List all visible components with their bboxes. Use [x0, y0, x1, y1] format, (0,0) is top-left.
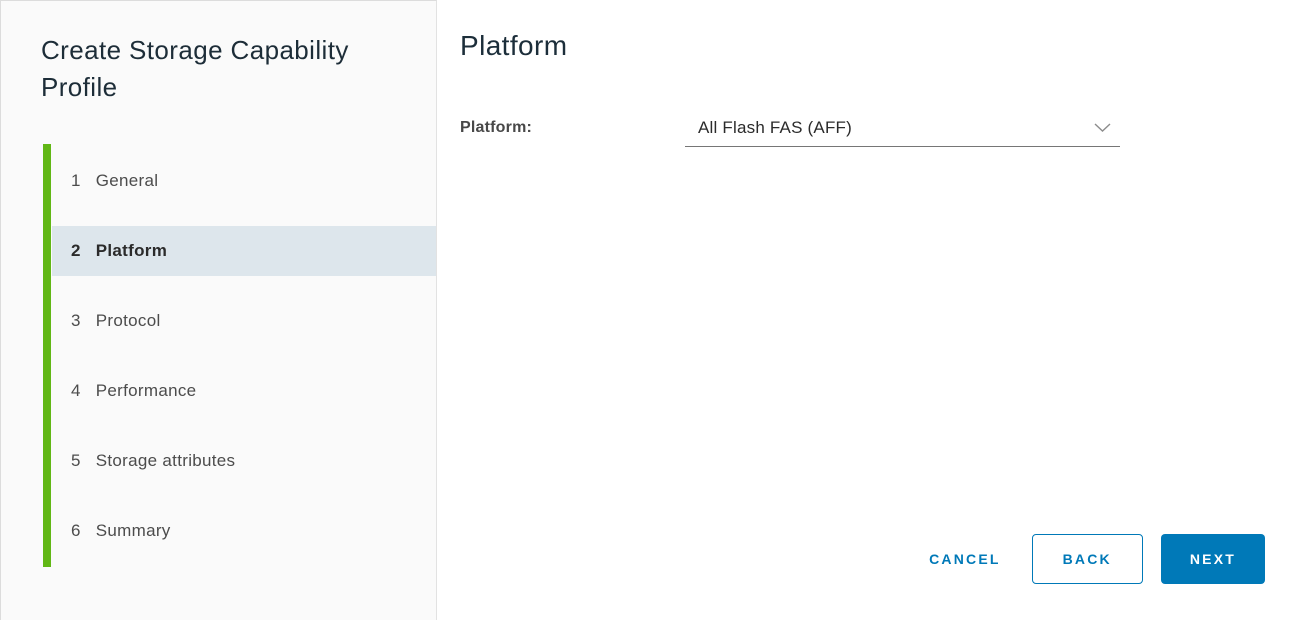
wizard-content-pane: Platform Platform: All Flash FAS (AFF) C… [438, 0, 1305, 620]
wizard-step-storage-attributes[interactable]: 5 Storage attributes [52, 436, 436, 486]
step-label: Storage attributes [95, 451, 236, 470]
platform-field-label: Platform: [460, 119, 533, 136]
step-label: Protocol [95, 311, 161, 330]
step-label: Performance [95, 381, 197, 400]
step-label: Platform [95, 241, 168, 260]
platform-select[interactable]: All Flash FAS (AFF) [685, 109, 1120, 147]
step-number: 1 [71, 171, 81, 190]
wizard-step-summary[interactable]: 6 Summary [52, 506, 436, 556]
wizard-step-general[interactable]: 1 General [52, 156, 436, 206]
next-button[interactable]: NEXT [1160, 534, 1265, 584]
page-title: Platform [460, 30, 568, 61]
wizard-step-list: 1 General 2 Platform 3 Protocol 4 Perfor… [52, 156, 436, 556]
wizard-progress-bar [43, 144, 51, 567]
step-label: Summary [95, 521, 171, 540]
step-number: 6 [71, 521, 81, 540]
step-label: General [95, 171, 159, 190]
step-number: 5 [71, 451, 81, 470]
back-button[interactable]: BACK [1031, 534, 1143, 584]
chevron-down-icon [1094, 123, 1111, 132]
wizard-footer: CANCEL BACK NEXT [929, 534, 1265, 584]
step-number: 3 [71, 311, 81, 330]
wizard-step-protocol[interactable]: 3 Protocol [52, 296, 436, 346]
wizard-step-platform[interactable]: 2 Platform [52, 226, 436, 276]
platform-select-value: All Flash FAS (AFF) [698, 117, 852, 137]
cancel-button[interactable]: CANCEL [929, 551, 1001, 567]
step-number: 4 [71, 381, 81, 400]
wizard-step-performance[interactable]: 4 Performance [52, 366, 436, 416]
step-number: 2 [71, 241, 81, 260]
wizard-sidebar: Create Storage Capability Profile 1 Gene… [0, 0, 437, 620]
wizard-title: Create Storage Capability Profile [41, 35, 349, 102]
